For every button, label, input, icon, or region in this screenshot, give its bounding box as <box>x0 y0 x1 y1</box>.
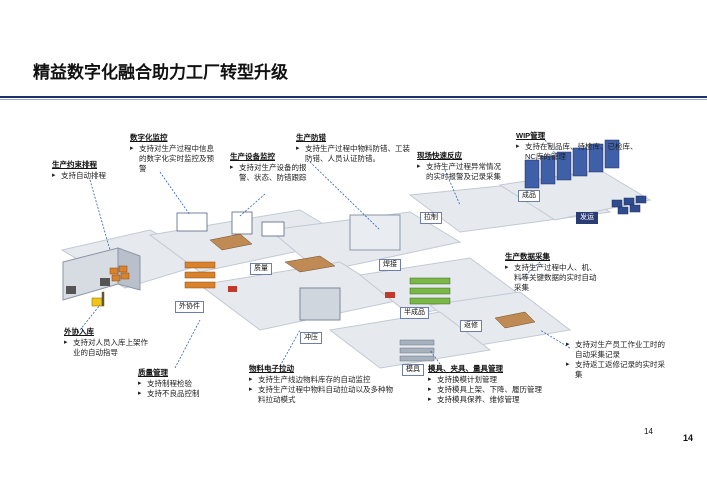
annotation-item: 支持生产过程中人、机、料等关键数据的实时自动采集 <box>505 263 597 293</box>
annotation-item: 支持模具上架、下降、履历管理 <box>428 385 568 395</box>
title-rule-thin <box>0 99 707 100</box>
annotation-heading: WIP管理 <box>516 131 546 140</box>
quality-racks <box>184 261 216 289</box>
annotation-item: 支持生产线边物料库存的自动监控 <box>249 375 399 385</box>
zone-label-mold: 模具 <box>402 364 424 376</box>
mold-racks <box>399 339 435 362</box>
annotation-item: 支持制程检验 <box>138 379 233 389</box>
annotation-item: 支持生产过程异常情况的实时报警及记录采集 <box>417 162 501 182</box>
annotation-material-pull: 物料电子拉动 支持生产线边物料库存的自动监控 支持生产过程中物料自动拉动以及多种… <box>249 364 399 405</box>
page-number-light: 14 <box>644 427 653 436</box>
forklift <box>91 291 105 307</box>
annotation-heading: 现场快速反应 <box>417 151 462 160</box>
zone-label-wip: 外协件 <box>175 301 204 313</box>
annotation-item: 支持对生产员工作业工时的自动采集记录 <box>566 340 666 360</box>
annotation-item: 支持在制品库、待检库、已检库、NC库的管理 <box>516 142 640 162</box>
title-rule <box>0 96 707 98</box>
weld-booth <box>349 214 401 251</box>
annotation-outsource-inbound: 外协入库 支持对人员入库上架作业的自动指导 <box>64 327 152 358</box>
annotation-heading: 生产防错 <box>296 133 326 142</box>
annotation-heading: 模具、夹具、量具管理 <box>428 364 503 373</box>
zone-label-weld: 焊接 <box>379 259 401 271</box>
workstation-screens <box>176 211 285 237</box>
annotation-digital-monitor: 数字化监控 支持对生产过程中信息的数字化实时监控及预警 <box>130 133 218 174</box>
zone-label-shipping: 发运 <box>576 212 598 224</box>
annotation-item: 支持返工返修记录的实时采集 <box>566 360 666 380</box>
annotation-data-collection: 生产数据采集 支持生产过程中人、机、料等关键数据的实时自动采集 <box>505 252 597 293</box>
annotation-production-constraint: 生产约束排程 支持自动排程 <box>52 160 127 181</box>
zone-label-quality: 质量 <box>250 263 272 275</box>
annotation-tooling-mgmt: 模具、夹具、量具管理 支持换模计划管理 支持模具上架、下降、履历管理 支持模具保… <box>428 364 568 405</box>
annotation-item: 支持生产过程中物料自动拉动以及多种物料拉动模式 <box>249 385 399 405</box>
stamping-press <box>299 287 341 321</box>
annotation-wip-mgmt: WIP管理 支持在制品库、待检库、已检库、NC库的管理 <box>516 131 640 162</box>
annotation-item: 支持自动排程 <box>52 171 127 181</box>
annotation-error-proof: 生产防错 支持生产过程中物料防错、工装防错、人员认证防错。 <box>296 133 414 164</box>
tables <box>209 233 336 273</box>
red-carts <box>228 286 395 298</box>
zone-label-assembly: 拉制 <box>420 212 442 224</box>
annotation-item: 支持对生产过程中信息的数字化实时监控及预警 <box>130 144 218 174</box>
zone-label-finished: 成品 <box>518 190 540 202</box>
inbound-crates <box>109 265 130 282</box>
annotation-item: 支持模具保养、维修管理 <box>428 395 568 405</box>
annotation-onsite-response: 现场快速反应 支持生产过程异常情况的实时报警及记录采集 <box>417 151 501 182</box>
zone-label-semi: 半成品 <box>400 307 429 319</box>
annotation-heading: 生产数据采集 <box>505 252 550 261</box>
annotation-worker-hours: 支持对生产员工作业工时的自动采集记录 支持返工返修记录的实时采集 <box>566 340 666 380</box>
page-number: 14 <box>683 433 694 443</box>
annotation-heading: 物料电子拉动 <box>249 364 294 373</box>
annotation-item: 支持不良品控制 <box>138 389 233 399</box>
annotation-heading: 生产约束排程 <box>52 160 97 169</box>
annotation-heading: 生产设备监控 <box>230 152 275 161</box>
annotation-item: 支持生产过程中物料防错、工装防错、人员认证防错。 <box>296 144 414 164</box>
annotation-heading: 数字化监控 <box>130 133 168 142</box>
zone-label-repair: 返修 <box>460 320 482 332</box>
finished-boxes <box>611 195 647 215</box>
page-title: 精益数字化融合助力工厂转型升级 <box>33 63 288 82</box>
annotation-item: 支持对生产设备的报警、状态、防错跟踪 <box>230 163 308 183</box>
annotation-quality-mgmt: 质量管理 支持制程检验 支持不良品控制 <box>138 368 233 399</box>
annotation-item: 支持换模计划管理 <box>428 375 568 385</box>
semi-racks <box>409 277 451 305</box>
truck <box>62 247 141 301</box>
zone-label-stamping: 冲压 <box>300 332 322 344</box>
repair-bench <box>494 311 536 329</box>
annotation-item: 支持对人员入库上架作业的自动指导 <box>64 338 152 358</box>
annotation-heading: 质量管理 <box>138 368 168 377</box>
annotation-heading: 外协入库 <box>64 327 94 336</box>
annotation-equipment-monitor: 生产设备监控 支持对生产设备的报警、状态、防错跟踪 <box>230 152 308 183</box>
